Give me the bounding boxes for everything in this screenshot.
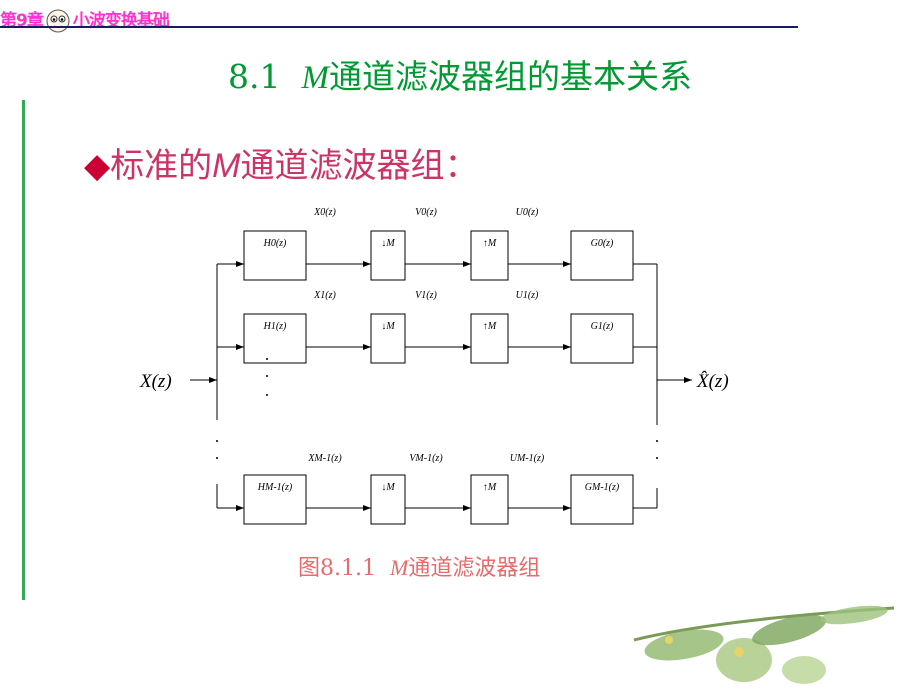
row-1-g-label: G1(z) [591,321,614,332]
row-2-g-block [570,474,634,525]
header-rule [0,26,798,28]
row-2-v-signal-label: VM-1(z) [409,453,443,464]
bullet-prefix: 标准的 [110,146,213,186]
output-signal-label: X̂(z) [696,371,729,392]
row-2-u-signal-label: UM-1(z) [510,453,545,464]
vertical-ellipsis-dot-0 [266,358,268,360]
row-2-down-block [370,474,406,525]
left-accent-bar [22,100,25,600]
row-0-up-label: ↑M [483,238,497,249]
row-2-h-block [243,474,307,525]
row-1-h-label: H1(z) [263,321,287,332]
decorative-leaves-image [633,605,895,684]
row-1-g-block [570,313,634,364]
row-1-h-block [243,313,307,364]
row-1-down-block [370,313,406,364]
row-0-g-block [570,230,634,281]
row-1-up-label: ↑M [483,321,497,332]
row-0-u-signal-label: U0(z) [516,207,539,218]
title-number: 8.1 [228,57,281,96]
bullet-suffix: 通道滤波器组： [240,146,479,186]
row-0-down-block [370,230,406,281]
bullet-m: M [212,147,241,185]
row-2-up-label: ↑M [483,482,497,493]
slide-title: 8.1 M通道滤波器组的基本关系 [0,50,920,98]
vertical-ellipsis-dot-1 [266,375,268,377]
row-1-u-signal-label: U1(z) [516,290,539,301]
diamond-bullet-icon: ◆ [84,146,111,186]
caption-rest: 通道滤波器组 [408,556,541,581]
row-1-x-signal-label: X1(z) [313,290,336,301]
bullet-line: ◆标准的M通道滤波器组： [84,138,478,187]
title-m: M [301,60,329,96]
row-2-down-label: ↓M [381,482,395,493]
input-signal-label: X(z) [139,371,172,392]
caption-number: 图8.1.1 [298,556,376,581]
row-1-v-signal-label: V1(z) [415,290,437,301]
row-0-x-signal-label: X0(z) [313,207,336,218]
row-0-down-label: ↓M [381,238,395,249]
caption-m: M [389,555,409,580]
row-2-up-block [470,474,509,525]
vertical-ellipsis-dot-2 [266,394,268,396]
figure-caption: 图8.1.1 M通道滤波器组 [298,550,540,582]
row-2-g-label: GM-1(z) [585,482,620,493]
right-ellipsis-dot-0 [656,440,658,442]
row-0-h-block [243,230,307,281]
left-ellipsis-dot-0 [216,440,218,442]
row-0-h-label: H0(z) [263,238,287,249]
row-2-x-signal-label: XM-1(z) [307,453,342,464]
row-1-up-block [470,313,509,364]
row-0-v-signal-label: V0(z) [415,207,437,218]
row-1-down-label: ↓M [381,321,395,332]
row-2-h-label: HM-1(z) [257,482,293,493]
title-rest: 通道滤波器组的基本关系 [328,57,692,96]
row-0-g-label: G0(z) [591,238,614,249]
row-0-up-block [470,230,509,281]
right-ellipsis-dot-1 [656,457,658,459]
left-ellipsis-dot-1 [216,457,218,459]
